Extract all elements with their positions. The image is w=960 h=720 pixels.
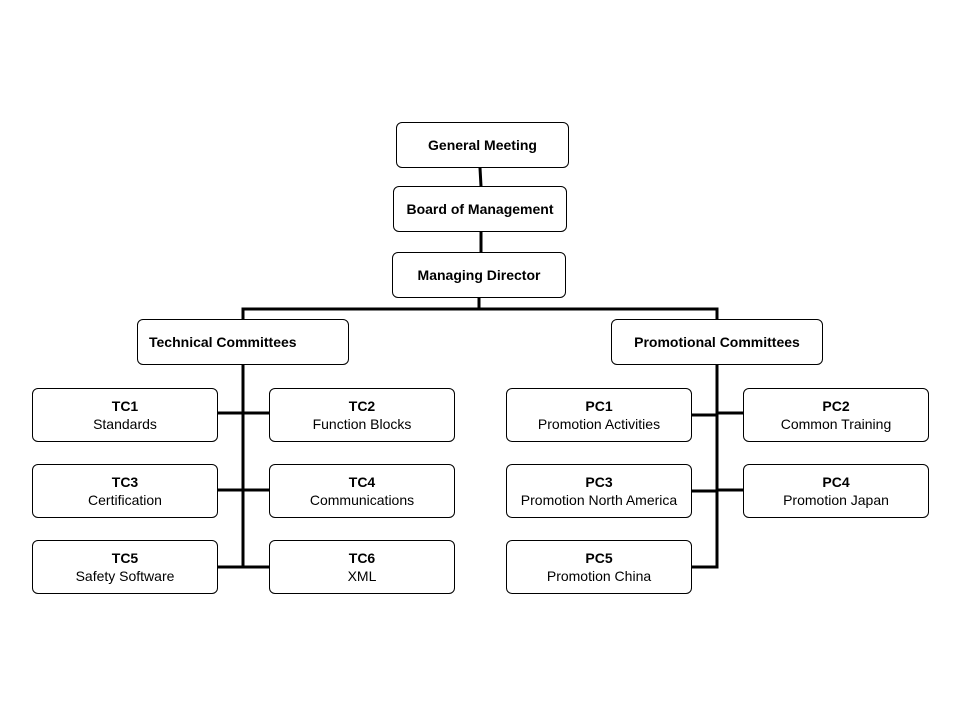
pc3-code: PC3	[585, 474, 613, 490]
pc5-code: PC5	[585, 550, 613, 566]
connector-general-board	[478, 166, 483, 188]
tc1-box: TC1 Standards	[32, 388, 218, 442]
board-of-management-box: Board of Management	[393, 186, 567, 232]
pc1-box: PC1 Promotion Activities	[506, 388, 692, 442]
tc5-label: Safety Software	[75, 568, 175, 584]
general-meeting-box: General Meeting	[396, 122, 569, 168]
pc1-label: Promotion Activities	[537, 416, 661, 432]
tc4-box: TC4 Communications	[269, 464, 455, 518]
tc5-box: TC5 Safety Software	[32, 540, 218, 594]
managing-director-label: Managing Director	[417, 267, 541, 283]
pc1-code: PC1	[585, 398, 613, 414]
pc3-label: Promotion North America	[520, 492, 678, 508]
technical-committees-box: Technical Committees	[137, 319, 349, 365]
tc6-code: TC6	[348, 550, 376, 566]
tc1-code: TC1	[111, 398, 139, 414]
tc2-label: Function Blocks	[312, 416, 412, 432]
pc4-box: PC4 Promotion Japan	[743, 464, 929, 518]
pc2-label: Common Training	[780, 416, 892, 432]
pc4-label: Promotion Japan	[783, 492, 889, 508]
promotional-committees-label: Promotional Committees	[634, 334, 800, 350]
tc4-label: Communications	[309, 492, 415, 508]
promotional-committees-box: Promotional Committees	[611, 319, 823, 365]
pc4-code: PC4	[822, 474, 850, 490]
tc2-code: TC2	[348, 398, 376, 414]
tc1-label: Standards	[93, 416, 157, 432]
tc2-box: TC2 Function Blocks	[269, 388, 455, 442]
tc4-code: TC4	[348, 474, 376, 490]
pc2-box: PC2 Common Training	[743, 388, 929, 442]
tc6-box: TC6 XML	[269, 540, 455, 594]
technical-committees-label: Technical Committees	[149, 334, 297, 350]
tc3-label: Certification	[88, 492, 162, 508]
board-of-management-label: Board of Management	[406, 201, 554, 217]
pc3-box: PC3 Promotion North America	[506, 464, 692, 518]
tc3-box: TC3 Certification	[32, 464, 218, 518]
pc5-box: PC5 Promotion China	[506, 540, 692, 594]
tc3-code: TC3	[111, 474, 139, 490]
tc5-code: TC5	[111, 550, 139, 566]
pc5-label: Promotion China	[546, 568, 652, 584]
general-meeting-label: General Meeting	[428, 137, 537, 153]
managing-director-box: Managing Director	[392, 252, 566, 298]
pc2-code: PC2	[822, 398, 850, 414]
tc6-label: XML	[347, 568, 377, 584]
